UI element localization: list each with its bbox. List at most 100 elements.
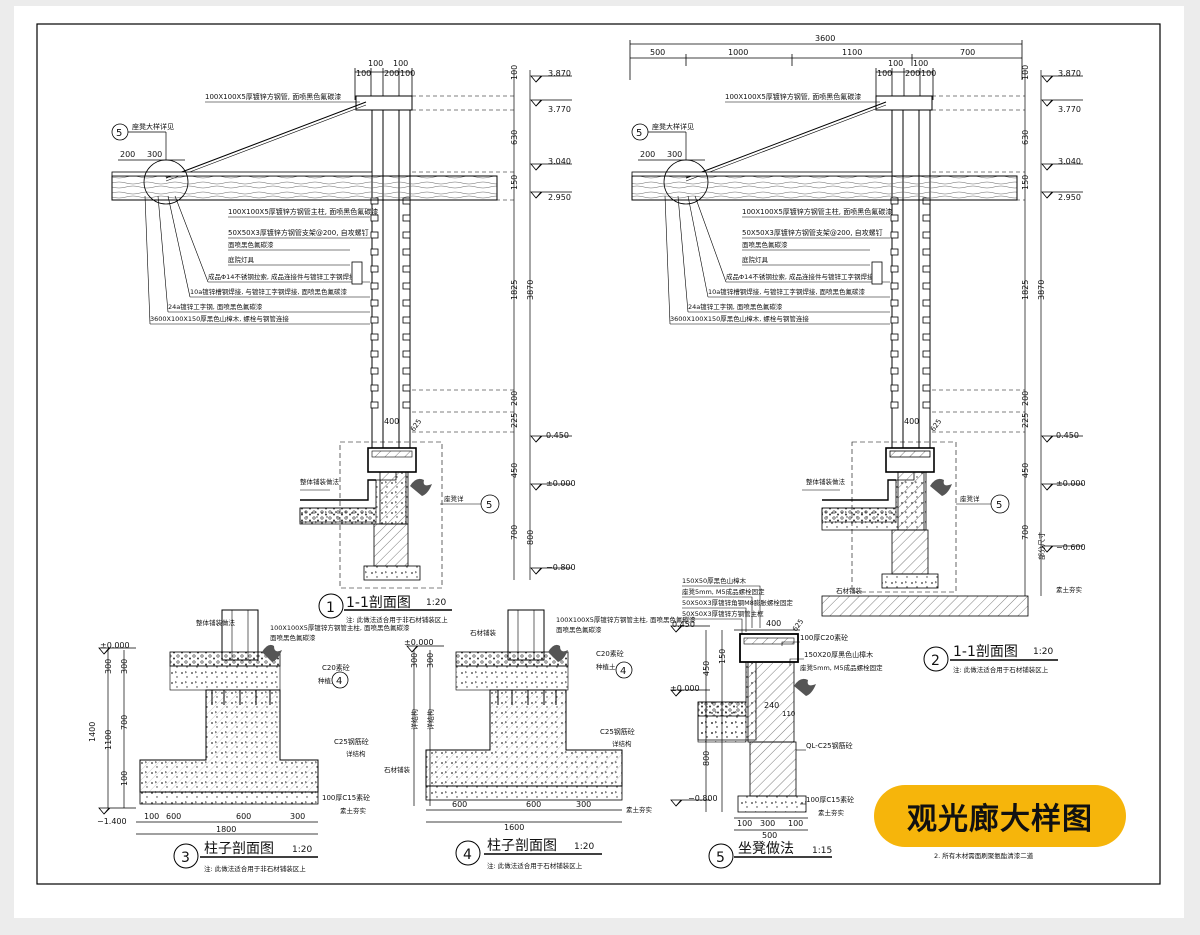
callout-label: C20素砼 <box>322 663 350 672</box>
dim-label: 100 <box>888 59 903 68</box>
plant-icon <box>262 644 282 662</box>
dim-label: 1825 <box>510 280 519 300</box>
dim-label: 100 <box>788 819 803 828</box>
dim-label: 1100 <box>842 48 862 57</box>
callout-label: 种植土 <box>318 676 338 685</box>
dim-label: 100 <box>356 69 371 78</box>
footnote: 2. 所有木材需面刷聚氨酯清漆二道 <box>934 851 1034 860</box>
level-label: 2.950 <box>548 193 571 202</box>
dim-label: 300 <box>760 819 775 828</box>
callout-label: 庭院灯具 <box>742 255 769 264</box>
callout-label: 详结构 <box>612 739 632 748</box>
callout-label: 素土夯实 <box>818 808 845 817</box>
dim-label: 200 <box>384 69 399 78</box>
dim-label: 150 <box>718 649 727 664</box>
dim-label: 100 <box>921 69 936 78</box>
lamp-icon <box>871 261 883 285</box>
dim-label: 700 <box>120 715 129 730</box>
callout-label: 座凳详 <box>444 494 464 503</box>
level-label: −0.800 <box>688 794 718 803</box>
callout-label: 3600X100X150厚黑色山樟木, 螺栓与钢管连接 <box>670 314 809 323</box>
callout-label: 整体铺装做法 <box>806 477 846 486</box>
plant-icon <box>548 644 568 662</box>
callout-label: 座凳详 <box>960 494 980 503</box>
section-scale: 1:20 <box>574 842 594 852</box>
dim-label: 240 <box>764 701 779 710</box>
callout-label: 面喷黑色氟碳漆 <box>270 633 316 642</box>
lamp-icon <box>351 261 363 285</box>
dim-label: 100 <box>368 59 383 68</box>
callout-label: 50X50X3厚镀锌方钢管支架@200, 自攻螺钉 <box>228 228 369 237</box>
dim-label: 300 <box>667 150 682 159</box>
dim-label: 100 <box>510 65 519 80</box>
dim-label: 1100 <box>104 730 113 750</box>
detail-ref-mark: 5 <box>996 500 1002 511</box>
section-title: 柱子剖面图 <box>204 841 274 857</box>
dim-label: 300 <box>104 659 113 674</box>
callout-label: 成品Φ14不锈钢拉索, 成品连接件与镀锌工字钢焊接 <box>208 272 356 281</box>
callout-label: 150X50厚黑色山樟木 <box>682 576 747 585</box>
dim-label: 225 <box>510 413 519 428</box>
dim-label: 400 <box>384 417 399 426</box>
level-label: ±0.000 <box>670 684 700 693</box>
dim-label: 100 <box>877 69 892 78</box>
callout-label: 座凳5mm, M5成品螺栓固定 <box>682 587 765 596</box>
callout-label: 素土夯实 <box>340 806 367 815</box>
dim-label: 500 <box>762 831 777 840</box>
dim-label: 450 <box>702 661 711 676</box>
level-label: ±0.000 <box>100 641 130 650</box>
detail-ref-mark: 5 <box>486 500 492 511</box>
dim-label: 450 <box>510 463 519 478</box>
callout-label: QL-C25钢筋砼 <box>806 741 853 750</box>
callout-label: 座凳5mm, M5成品螺栓固定 <box>800 663 883 672</box>
dim-label: 600 <box>452 800 467 809</box>
dim-label: 3870 <box>526 280 535 300</box>
section-1-left: 100 100 100 200 100 <box>111 59 576 624</box>
callout-label: 面喷黑色氟碳漆 <box>228 240 274 249</box>
dim-label: 详结构 <box>410 709 419 730</box>
callout-label: 50X50X3厚镀锌方钢管主框 <box>682 609 764 618</box>
dim-label: 700 <box>1021 525 1030 540</box>
section-number: 4 <box>463 847 472 863</box>
section-number: 2 <box>931 653 940 669</box>
callout-label: 10a镀锌槽钢焊接, 与镀锌工字钢焊接, 面喷黑色氟碳漆 <box>190 287 348 296</box>
dim-label: 600 <box>166 812 181 821</box>
level-label: 3.040 <box>1058 157 1081 166</box>
callout-label: 成品Φ14不锈钢拉索, 成品连接件与镀锌工字钢焊接 <box>726 272 874 281</box>
dim-label: 100 <box>393 59 408 68</box>
level-label: 2.950 <box>1058 193 1081 202</box>
dim-label: 1825 <box>1021 280 1030 300</box>
section-4-column: 石材铺装 100X100X5厚镀锌方钢管主柱, 面喷黑色氟碳漆 面喷黑色氟碳漆 … <box>384 609 696 870</box>
dim-label: 200 <box>905 69 920 78</box>
callout-label: 24a镀锌工字钢, 面喷黑色氟碳漆 <box>688 302 783 311</box>
dim-label: 400 <box>766 619 781 628</box>
level-label: 0.450 <box>672 620 695 629</box>
section-5-seat: 150X50厚黑色山樟木 座凳5mm, M5成品螺栓固定 50X50X3厚镀锌角… <box>670 576 883 869</box>
level-label: 3.870 <box>548 69 571 78</box>
level-label: ±0.000 <box>1056 479 1086 488</box>
callout-label: 整体铺装做法 <box>196 618 236 627</box>
level-label: 3.770 <box>1058 105 1081 114</box>
dim-label: 800 <box>702 751 711 766</box>
level-label: −0.600 <box>1056 543 1086 552</box>
dim-label: 100 <box>144 812 159 821</box>
callout-label: 种植土 <box>596 662 616 671</box>
callout-label: 素土夯实 <box>1056 585 1083 594</box>
callout-label: 100X100X5厚镀锌方钢管主柱, 面喷黑色氟碳漆 <box>742 207 892 216</box>
dim-label: 3600 <box>815 34 835 43</box>
callout-label: 石材铺装 <box>384 765 411 774</box>
section-title: 柱子剖面图 <box>487 838 557 854</box>
callout-label: 24a镀锌工字钢, 面喷黑色氟碳漆 <box>168 302 263 311</box>
section-scale: 1:20 <box>292 845 312 855</box>
callout-label: 100厚C20素砼 <box>800 633 848 642</box>
dim-label: 110 <box>782 710 795 718</box>
callout-label: 100X100X5厚镀锌方钢管主柱, 面喷黑色氟碳漆 <box>270 623 410 632</box>
dim-label: 300 <box>576 800 591 809</box>
dim-label: 700 <box>510 525 519 540</box>
dim-label: 300 <box>290 812 305 821</box>
level-label: −0.800 <box>546 563 576 572</box>
callout-label: 100X100X5厚镀锌方钢管, 面喷黑色氟碳漆 <box>725 92 861 101</box>
dim-label: 1800 <box>216 825 236 834</box>
drawing-title: 观光廊大样图 <box>907 802 1093 837</box>
section-note: 注: 此做法适合用于石材铺装区上 <box>487 861 583 870</box>
